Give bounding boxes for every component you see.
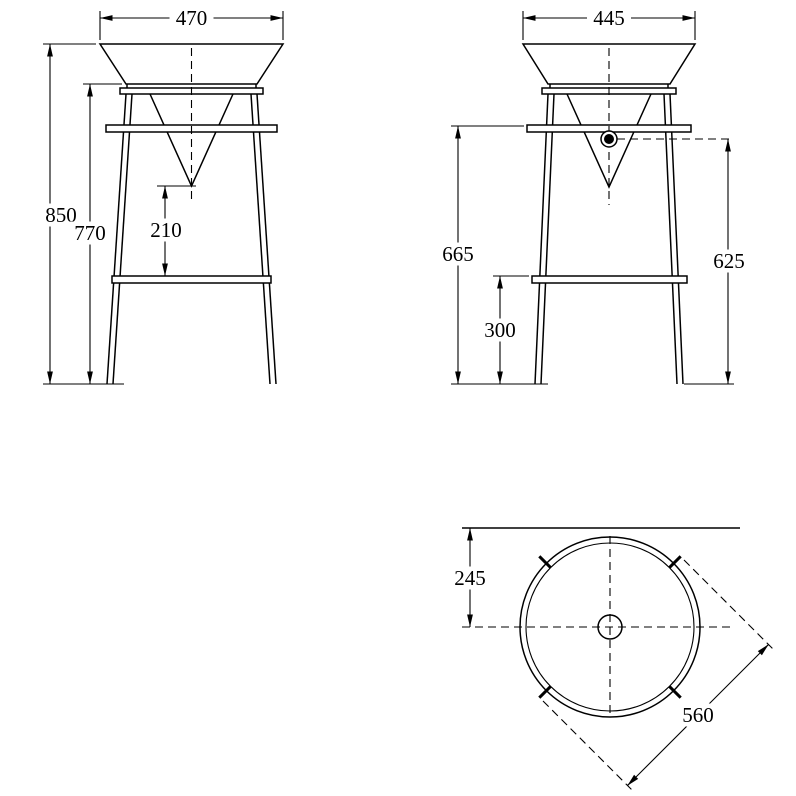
plan-fixing-diagonal-dim-value: 560 <box>682 703 714 727</box>
dim-plan-fixing-diagonal: 560 <box>542 559 775 792</box>
front-lower-shelf <box>111 275 272 284</box>
side-view <box>521 43 697 385</box>
side-lower-shelf <box>531 275 688 284</box>
side-shelf-height-dim-value: 300 <box>484 318 516 342</box>
side-rail-height-dim-value: 665 <box>442 242 474 266</box>
dim-front-stand-height: 770 <box>68 83 122 384</box>
side-width-dim-value: 445 <box>593 6 625 30</box>
dim-side-width: 445 <box>522 6 696 40</box>
front-stand-height-dim-value: 770 <box>74 221 106 245</box>
front-basin-outline <box>98 43 285 85</box>
plan-wall-to-center-dim-value: 245 <box>454 566 486 590</box>
dim-side-shelf-height: 300 <box>478 275 529 384</box>
dim-front-width: 470 <box>99 6 284 40</box>
dim-side-rail-height: 665 <box>436 125 548 385</box>
dim-plan-wall-to-center: 245 <box>448 528 492 627</box>
side-basin-outline <box>521 43 697 85</box>
front-view <box>98 43 285 385</box>
plan-drain-hole <box>597 614 623 640</box>
side-drain-height-dim-value: 625 <box>713 249 745 273</box>
front-outlet-dim-value: 210 <box>150 218 182 242</box>
plan-view <box>462 527 740 718</box>
dim-side-drain-height: 625 <box>617 138 751 385</box>
side-drain-hole <box>600 130 618 148</box>
front-width-dim-value: 470 <box>176 6 208 30</box>
dim-front-overall-height: 850 <box>39 43 124 385</box>
side-legs <box>534 93 684 385</box>
dim-front-outlet-to-shelf: 210 <box>144 185 196 276</box>
front-legs <box>106 93 277 385</box>
